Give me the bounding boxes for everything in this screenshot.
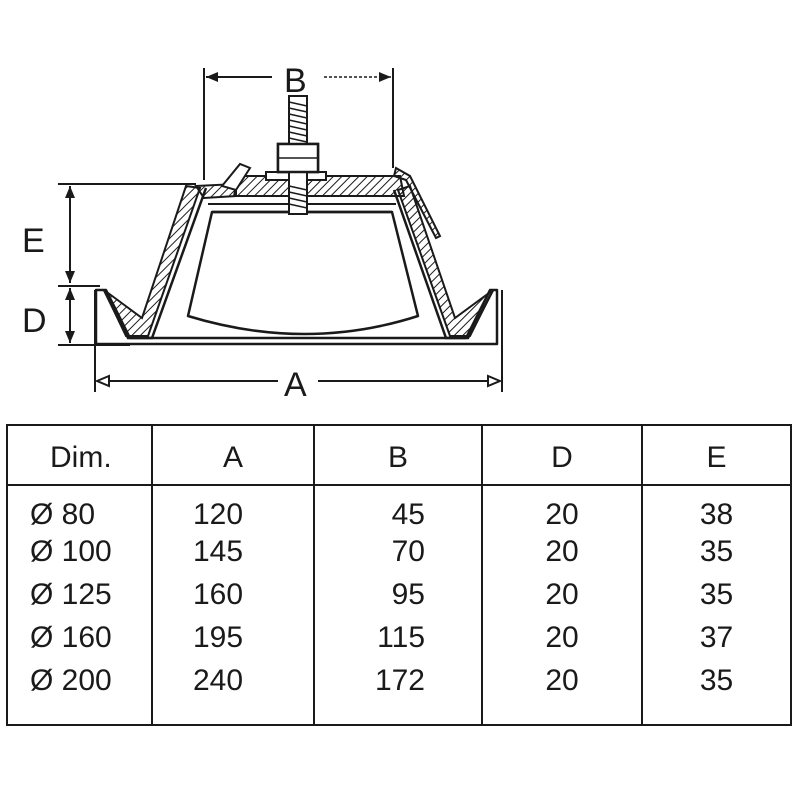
table-row: Ø 125 160 95 20 35 [6,573,792,616]
cell-a: 160 [151,573,315,616]
left-cone-wall [103,184,202,337]
cell-e: 35 [641,530,792,573]
dimension-label-b: B [284,62,307,100]
spring-clip-right [392,166,442,240]
table-row: Ø 200 240 172 20 35 [6,659,792,702]
cell-dim: Ø 100 [6,530,153,573]
cell-e: 37 [641,616,792,659]
cell-a: 145 [151,530,315,573]
b-arrowhead-left [206,72,218,82]
inner-cone-plug [186,210,420,336]
d-arrowhead-bottom [65,331,75,343]
dimension-b: B [203,62,394,180]
cell-d: 20 [481,659,643,702]
cell-dim: Ø 125 [6,573,153,616]
dimension-e: E [22,183,196,283]
cell-a: 195 [151,616,315,659]
cell-b: 115 [313,616,483,659]
cell-d: 20 [481,616,643,659]
dimension-a: A [94,290,503,404]
spring-clip-left [220,162,252,192]
e-arrowhead-top [65,186,75,198]
cell-e: 38 [641,485,792,530]
cell-e: 35 [641,659,792,702]
cell-dim: Ø 200 [6,659,153,702]
technical-drawing: B E D A [22,62,503,404]
dimensions-table: Dim. A B D E Ø 80 120 45 20 38 Ø 100 145… [6,424,792,726]
cell-b: 95 [313,573,483,616]
e-arrowhead-bottom [65,271,75,283]
a-arrowhead-right [487,374,503,388]
header-a: A [151,424,315,486]
dimension-label-a: A [284,366,307,404]
table-row: Ø 80 120 45 20 38 [6,485,792,530]
header-b: B [313,424,483,486]
cell-a: 240 [151,659,315,702]
header-e: E [641,424,792,486]
b-arrowhead-right [379,72,391,82]
cell-d: 20 [481,530,643,573]
table-row: Ø 160 195 115 20 37 [6,616,792,659]
bolt-threads [288,101,308,209]
d-arrowhead-top [65,288,75,300]
cell-d: 20 [481,485,643,530]
cell-b: 172 [313,659,483,702]
table-bottom-spacer [6,702,792,726]
header-dim: Dim. [6,424,153,486]
a-arrowhead-left [94,374,110,388]
header-d: D [481,424,643,486]
table-header-row: Dim. A B D E [6,424,792,486]
cell-a: 120 [151,485,315,530]
cell-d: 20 [481,573,643,616]
vent-cross-section [94,95,499,346]
cell-b: 45 [313,485,483,530]
table-row: Ø 100 145 70 20 35 [6,530,792,573]
cell-dim: Ø 80 [6,485,153,530]
cell-b: 70 [313,530,483,573]
cell-dim: Ø 160 [6,616,153,659]
dimension-label-e: E [22,222,45,260]
cell-e: 35 [641,573,792,616]
dimension-label-d: D [22,302,47,340]
